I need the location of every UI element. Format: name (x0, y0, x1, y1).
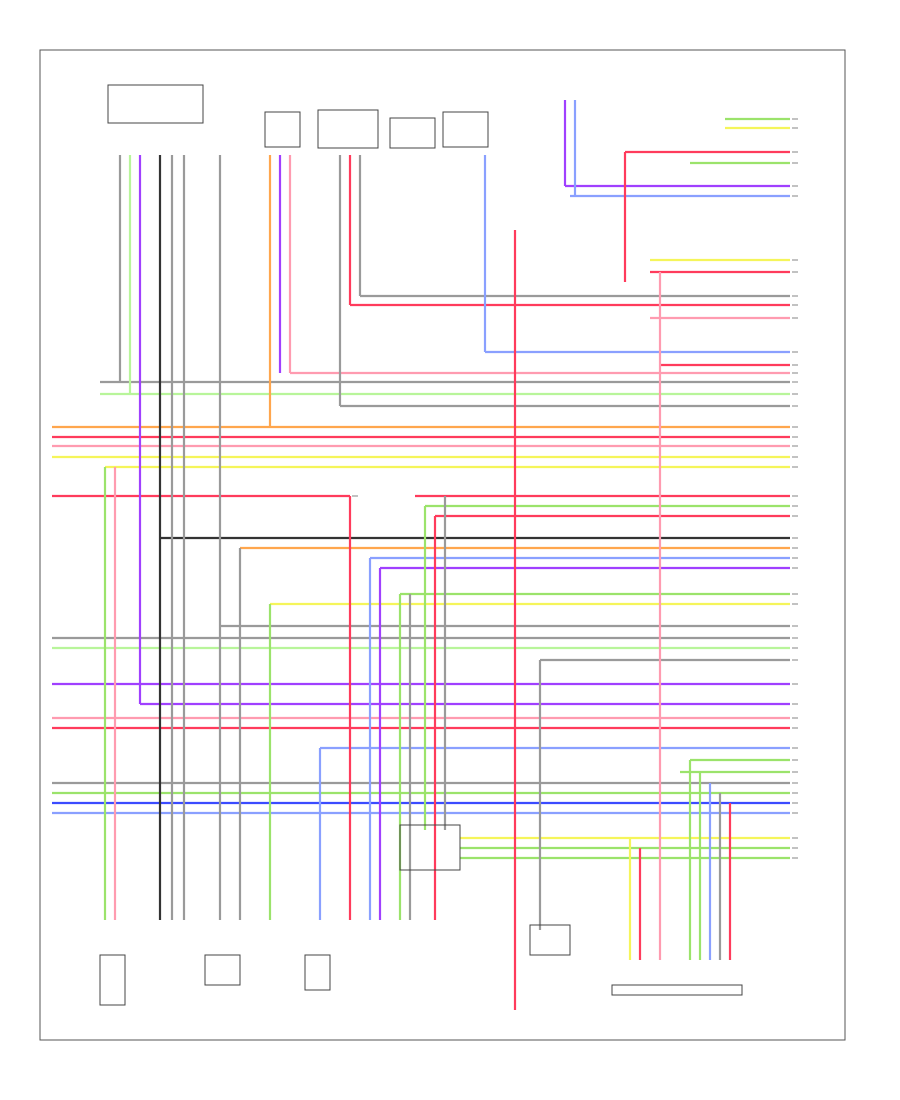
components (99, 84, 743, 1006)
sensor-box-top-3 (389, 117, 436, 149)
connector-pins (352, 118, 798, 859)
diagram-frame (39, 49, 846, 1041)
sensor-bottom-1 (99, 954, 126, 1006)
sensor-box-top-1 (264, 111, 301, 148)
relay-box-top-left (107, 84, 204, 124)
sensor-bottom-2 (204, 954, 241, 986)
vertical-wires (103, 100, 732, 1010)
connector-box-bottom-center (529, 924, 571, 956)
connector-strip-right (611, 984, 743, 996)
sensor-box-top-2 (317, 109, 379, 149)
horizontal-wires (52, 117, 790, 860)
sensor-bottom-3 (304, 954, 331, 991)
control-unit-center (399, 824, 461, 871)
switch-box-top-4 (442, 111, 489, 148)
